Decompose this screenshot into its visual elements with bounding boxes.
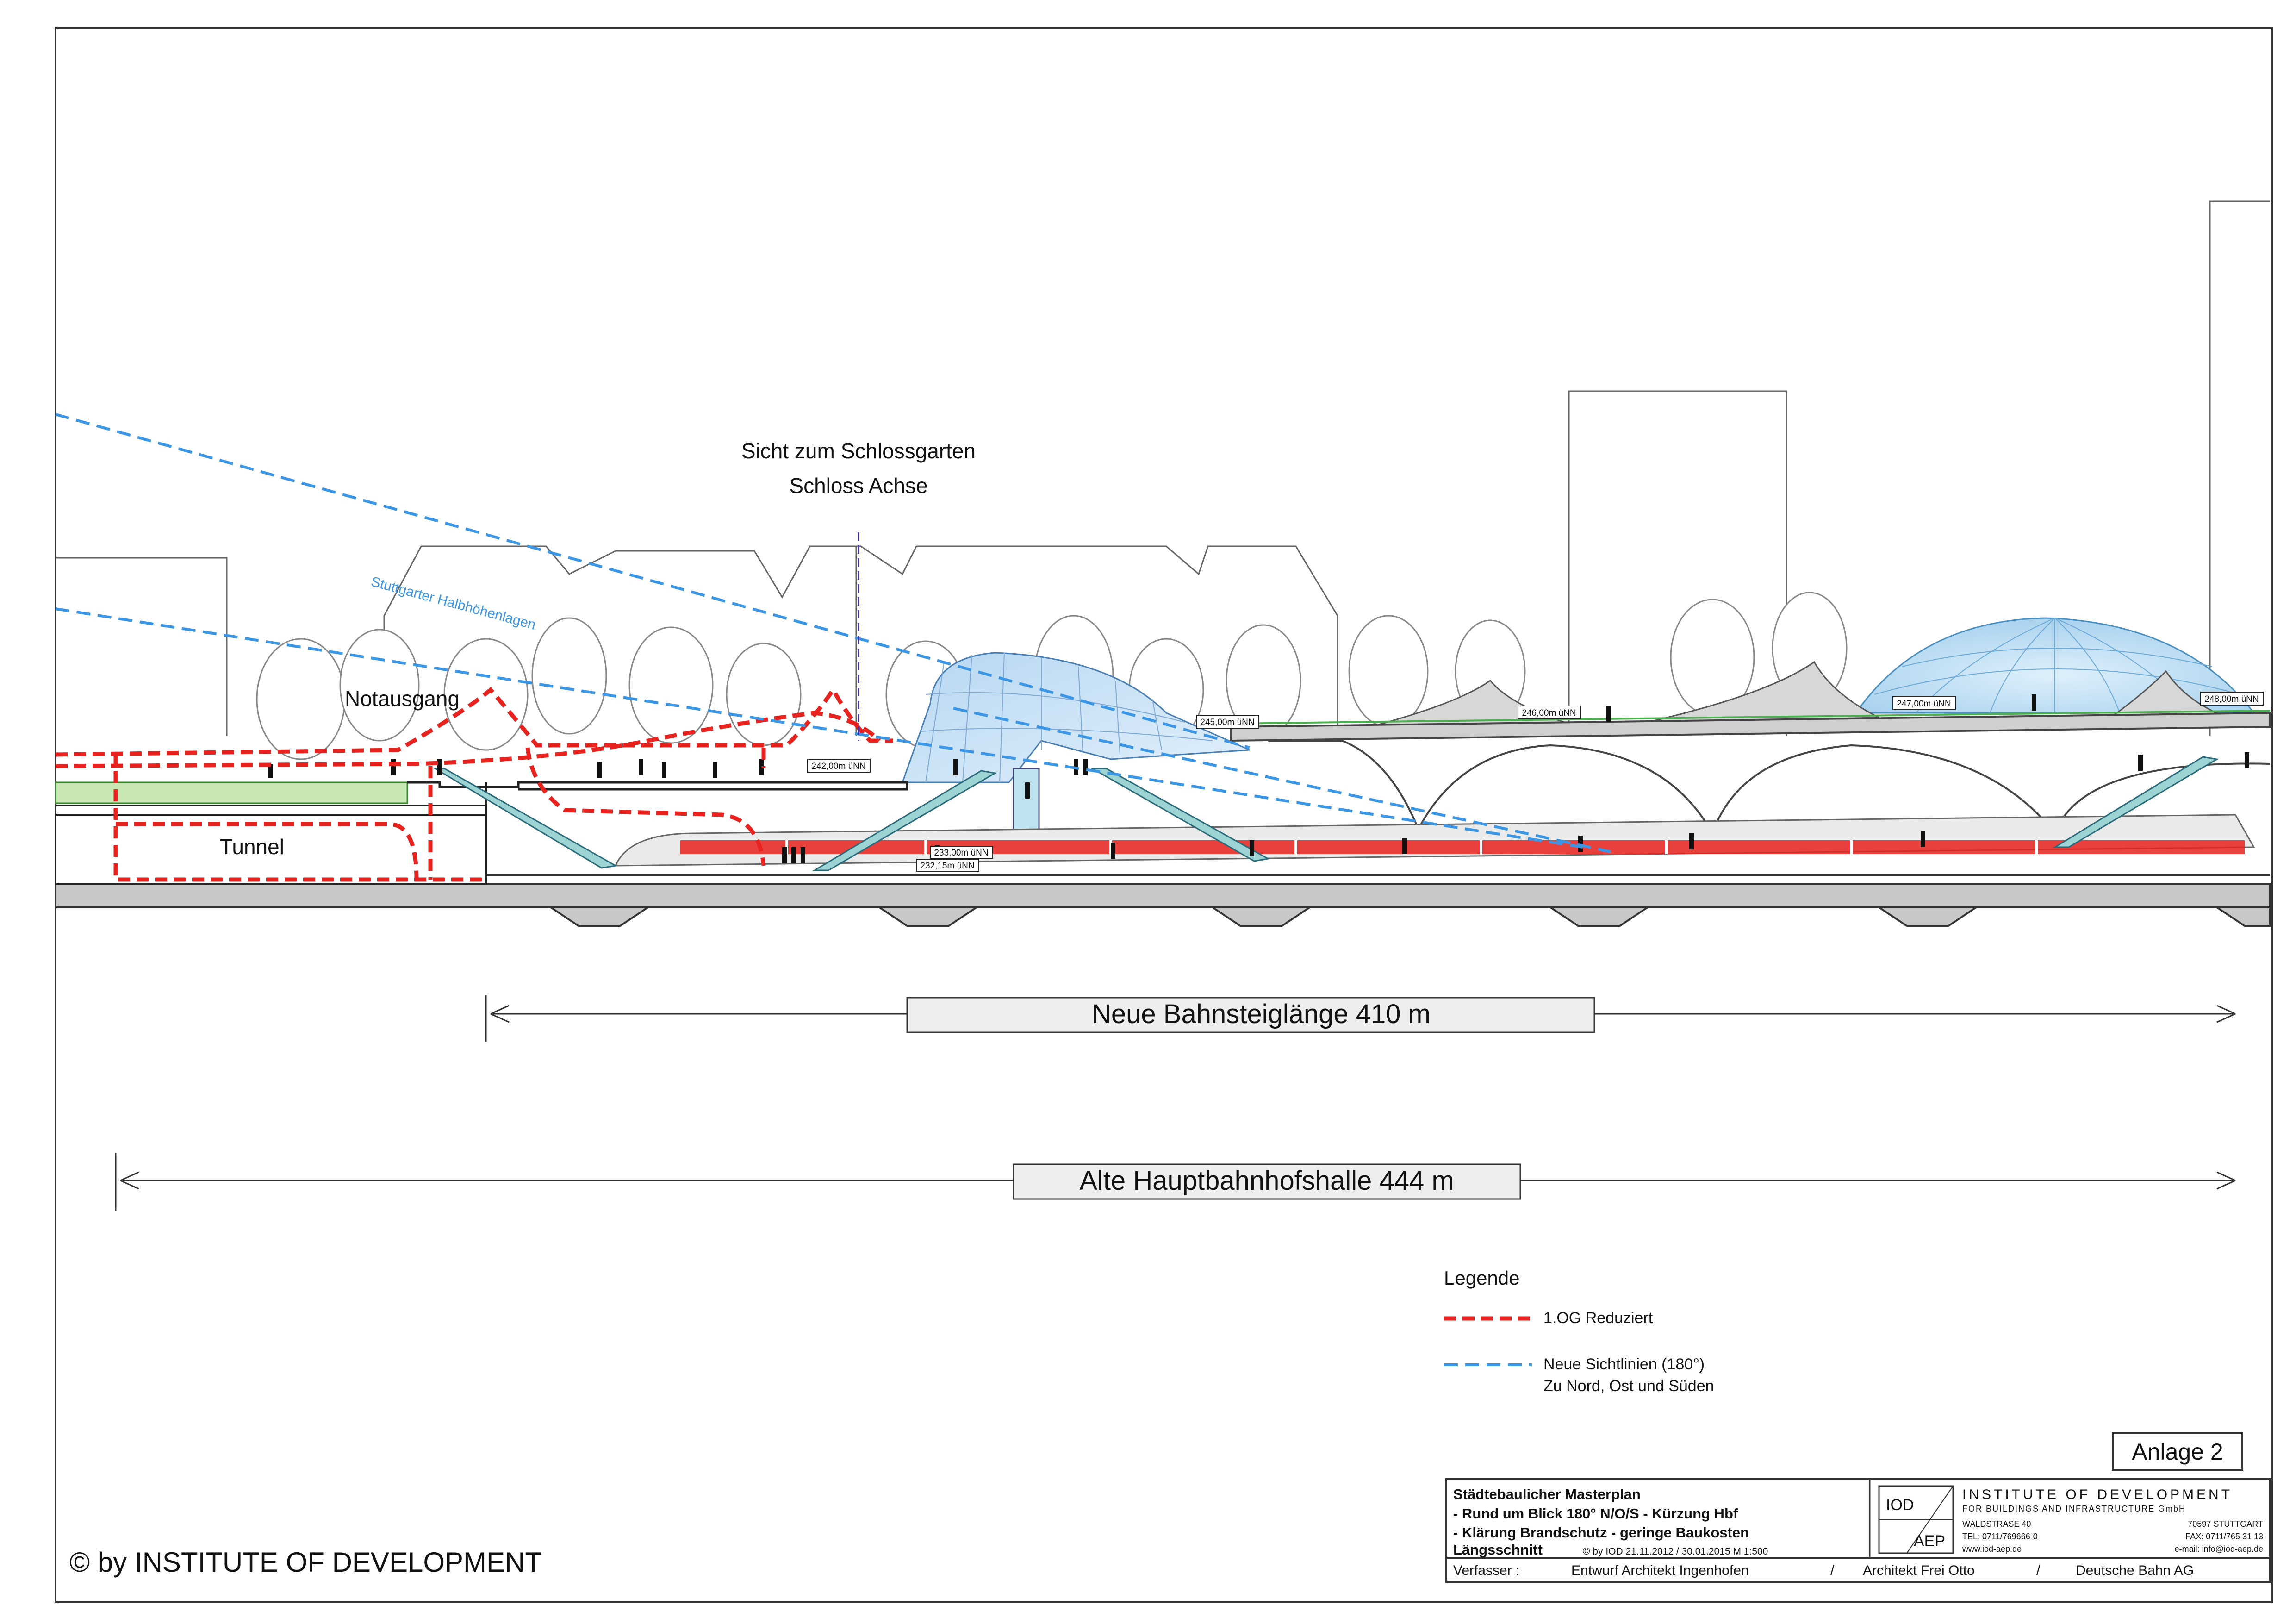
svg-text:246,00m üNN: 246,00m üNN [1522,708,1576,718]
level-tag-246: 246,00m üNN [1518,706,1581,719]
org-city: 70597 STUTTGART [2188,1519,2263,1529]
logo-top-text: IOD [1886,1496,1914,1514]
dimension-new-platform: Neue Bahnsteiglänge 410 m [485,995,2236,1042]
org-email: e-mail: info@iod-aep.de [2175,1544,2263,1554]
halbhoehen-label: Stuttgarter Halbhöhenlagen [369,574,537,633]
legend-blue-label: Neue Sichtlinien (180°) [1543,1355,1705,1373]
station-base [55,883,2271,927]
author-2: Architekt Frei Otto [1863,1563,1975,1578]
author-3: Deutsche Bahn AG [2076,1563,2194,1578]
new-platform-label: Neue Bahnsteiglänge 410 m [1092,999,1431,1029]
logo-bottom-text: AEP [1914,1532,1945,1550]
old-hall-label: Alte Hauptbahnhofshalle 444 m [1079,1166,1454,1196]
org-address: WALDSTRASE 40 [1962,1519,2031,1529]
svg-text:233,00m üNN: 233,00m üNN [934,848,988,858]
svg-text:245,00m üNN: 245,00m üNN [1200,718,1254,727]
tent-roofs [1369,661,2222,728]
anlage-box [2112,1432,2243,1471]
svg-text:242,00m üNN: 242,00m üNN [811,762,865,771]
svg-text:248,00m üNN: 248,00m üNN [2204,694,2259,704]
svg-text:232,15m üNN: 232,15m üNN [920,861,974,871]
level-tag-233: 233,00m üNN [930,846,993,859]
tb-line1: Städtebaulicher Masterplan [1453,1486,1641,1502]
title-block: Städtebaulicher Masterplan - Rund um Bli… [1445,1478,2271,1583]
svg-text:247,00m üNN: 247,00m üNN [1897,699,1951,709]
level-tag-248: 248,00m üNN [2200,692,2264,706]
tunnel-label: Tunnel [220,835,284,859]
level-tag-232: 232,15m üNN [916,859,979,872]
level-tags: 242,00m üNN 245,00m üNN 246,00m üNN 247,… [807,692,2264,872]
red-dashed-1og [55,686,893,882]
author-sep-2: / [2036,1563,2041,1578]
blue-dashed-sightlines [55,413,1611,853]
escalators [432,756,2219,871]
copyright: © by INSTITUTE OF DEVELOPMENT [69,1547,542,1578]
level-tag-245: 245,00m üNN [1196,715,1259,729]
author-sep-1: / [1830,1563,1835,1578]
sightline-title-1: Sicht zum Schlossgarten [741,439,976,463]
org-tel: TEL: 0711/769666-0 [1962,1532,2038,1541]
legend: Legende 1.OG Reduziert Neue Sichtlinien … [1444,1267,1714,1395]
authors-label: Verfasser : [1453,1563,1519,1578]
author-1: Entwurf Architekt Ingenhofen [1571,1563,1749,1578]
level-tag-242: 242,00m üNN [807,759,871,773]
dimension-old-hall: Alte Hauptbahnhofshalle 444 m [115,1153,2236,1211]
org-web: www.iod-aep.de [1962,1544,2022,1554]
tb-line4-rest: © by IOD 21.11.2012 / 30.01.2015 M 1:500 [1583,1546,1768,1557]
glass-hall-grid [921,652,1213,783]
platform-level [614,814,2255,867]
tb-line3: - Klärung Brandschutz - geringe Baukoste… [1453,1524,1749,1541]
legend-red-label: 1.OG Reduziert [1543,1309,1653,1327]
legend-blue-label-2: Zu Nord, Ost und Süden [1543,1377,1714,1395]
notausgang-label: Notausgang [345,687,460,711]
iod-logo: IOD AEP [1878,1485,1954,1554]
legend-title: Legende [1444,1267,1520,1289]
org-name: INSTITUTE OF DEVELOPMENT [1962,1487,2233,1502]
org-fax: FAX: 0711/765 31 13 [2185,1532,2263,1541]
level-tag-247: 247,00m üNN [1892,696,1956,710]
anlage-label: Anlage 2 [2132,1439,2223,1465]
sightline-title-2: Schloss Achse [789,474,927,498]
background-buildings [56,200,2270,736]
org-sub: FOR BUILDINGS AND INFRASTRUCTURE GmbH [1962,1504,2186,1513]
tb-line4-bold: Längsschnitt [1453,1542,1543,1558]
tb-line2: - Rund um Blick 180° N/O/S - Kürzung Hbf [1453,1505,1738,1522]
